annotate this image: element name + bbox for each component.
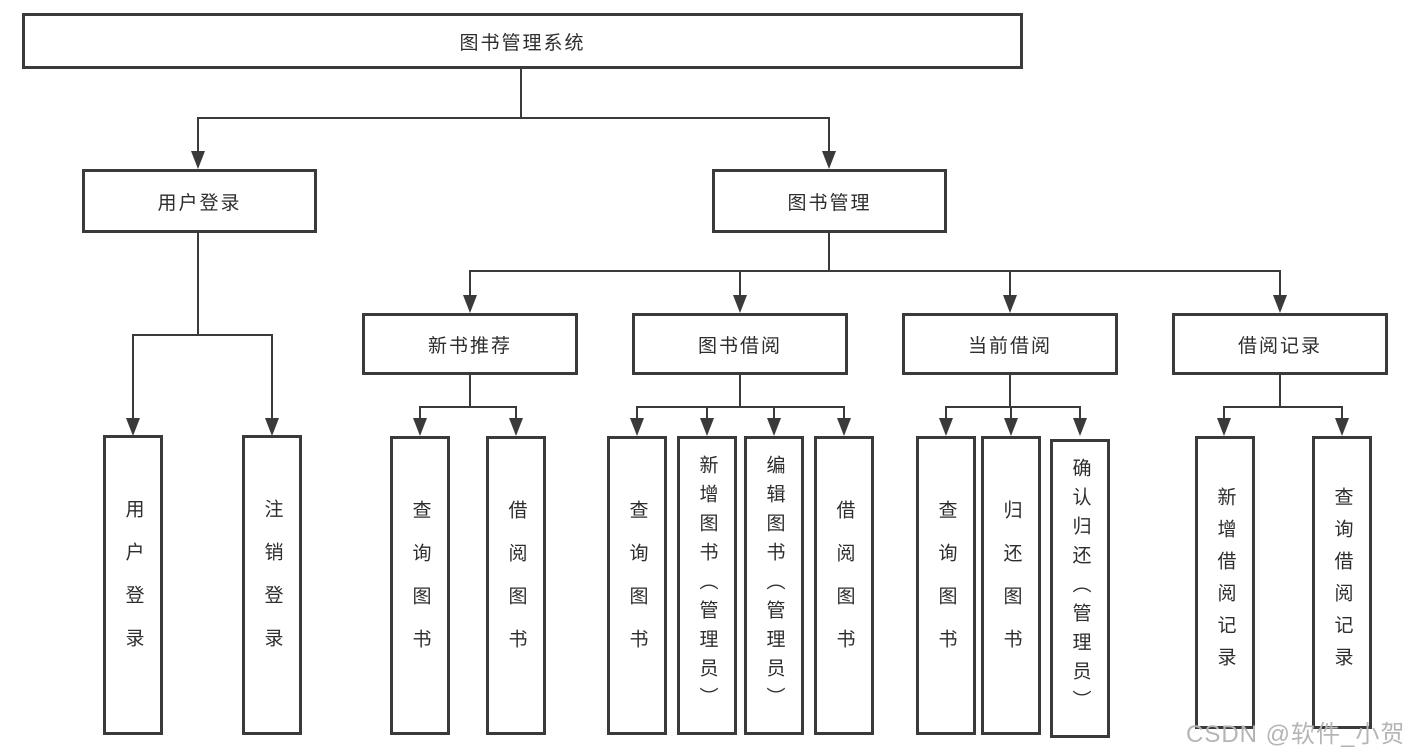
leaf-user-login: 用户登录	[103, 435, 163, 735]
node-label: 用户登录	[157, 192, 242, 214]
node-current-borrowing: 当前借阅	[902, 313, 1118, 375]
node-label: 归还图书	[1000, 499, 1022, 672]
connector-arrow-down	[126, 418, 140, 436]
node-label: 借阅记录	[1237, 335, 1322, 357]
connector-line	[945, 407, 947, 419]
connector-arrow-down	[1073, 418, 1087, 436]
leaf-query-books-current: 查询图书	[916, 436, 976, 735]
connector-line	[419, 406, 517, 408]
connector-arrow-down	[700, 418, 714, 436]
connector-arrow-down	[413, 418, 427, 436]
connector-line	[520, 69, 522, 118]
node-label: 图书管理	[787, 192, 872, 214]
connector-line	[1279, 375, 1281, 407]
connector-line	[828, 118, 830, 152]
node-library-system: 图书管理系统	[22, 13, 1023, 69]
node-label: 借阅图书	[833, 499, 855, 672]
node-label: 图书管理系统	[459, 32, 586, 54]
connector-line	[197, 233, 199, 335]
node-label: 新增借阅记录	[1214, 486, 1236, 679]
connector-arrow-down	[1217, 418, 1231, 436]
connector-line	[1223, 406, 1343, 408]
connector-arrow-down	[463, 295, 477, 313]
node-label: 当前借阅	[967, 335, 1052, 357]
node-label: 注销登录	[261, 499, 283, 671]
connector-arrow-down	[939, 418, 953, 436]
connector-line	[197, 118, 199, 152]
connector-line	[419, 407, 421, 419]
leaf-query-borrow-record: 查询借阅记录	[1312, 436, 1372, 729]
node-user-login-group: 用户登录	[82, 169, 317, 233]
leaf-query-books-borrowing: 查询图书	[607, 436, 667, 735]
connector-line	[828, 233, 830, 271]
connector-line	[945, 406, 1081, 408]
node-book-management: 图书管理	[712, 169, 947, 233]
connector-line	[1341, 407, 1343, 419]
connector-line	[739, 271, 741, 296]
connector-arrow-down	[733, 295, 747, 313]
connector-arrow-down	[1004, 418, 1018, 436]
connector-arrow-down	[630, 418, 644, 436]
node-book-borrowing: 图书借阅	[632, 313, 848, 375]
connector-line	[636, 406, 845, 408]
leaf-logout-login: 注销登录	[242, 435, 302, 735]
node-label: 新书推荐	[427, 335, 512, 357]
connector-line	[1079, 407, 1081, 419]
connector-line	[773, 407, 775, 419]
connector-line	[515, 407, 517, 419]
node-label: 编辑图书（管理员）	[763, 455, 785, 716]
csdn-watermark: CSDN @软件_小贺同学	[1186, 721, 1405, 747]
connector-arrow-down	[837, 418, 851, 436]
connector-line	[1223, 407, 1225, 419]
node-new-book-recommend: 新书推荐	[362, 313, 578, 375]
node-label: 查询图书	[626, 499, 648, 672]
connector-line	[469, 270, 1281, 272]
connector-arrow-down	[1273, 295, 1287, 313]
connector-arrow-down	[1335, 418, 1349, 436]
connector-line	[271, 335, 273, 418]
node-label: 查询图书	[409, 499, 431, 672]
connector-line	[197, 117, 830, 119]
node-label: 借阅图书	[505, 499, 527, 672]
connector-line	[843, 407, 845, 419]
connector-line	[739, 375, 741, 407]
leaf-borrow-books-borrowing: 借阅图书	[814, 436, 874, 735]
node-label: 新增图书（管理员）	[696, 455, 718, 716]
connector-line	[706, 407, 708, 419]
node-label: 图书借阅	[697, 335, 782, 357]
connector-arrow-down	[509, 418, 523, 436]
connector-line	[1010, 407, 1012, 419]
connector-arrow-down	[1003, 295, 1017, 313]
node-label: 用户登录	[122, 499, 144, 671]
leaf-confirm-return-admin: 确认归还（管理员）	[1050, 439, 1110, 738]
connector-line	[1009, 271, 1011, 296]
connector-arrow-down	[265, 418, 279, 436]
connector-line	[636, 407, 638, 419]
node-label: 查询图书	[935, 499, 957, 672]
connector-arrow-down	[767, 418, 781, 436]
node-borrowing-records: 借阅记录	[1172, 313, 1388, 375]
connector-line	[469, 271, 471, 296]
leaf-add-books-admin: 新增图书（管理员）	[677, 436, 737, 735]
leaf-edit-books-admin: 编辑图书（管理员）	[744, 436, 804, 735]
connector-line	[132, 335, 134, 418]
connector-arrow-down	[822, 151, 836, 169]
leaf-return-books: 归还图书	[981, 436, 1041, 735]
node-label: 确认归还（管理员）	[1069, 458, 1091, 719]
connector-line	[469, 375, 471, 407]
leaf-add-borrow-record: 新增借阅记录	[1195, 436, 1255, 729]
connector-line	[132, 334, 273, 336]
connector-line	[1279, 271, 1281, 296]
connector-arrow-down	[191, 151, 205, 169]
connector-line	[1009, 375, 1011, 407]
leaf-borrow-books-recommend: 借阅图书	[486, 436, 546, 735]
node-label: 查询借阅记录	[1331, 486, 1353, 679]
leaf-query-books-recommend: 查询图书	[390, 436, 450, 735]
